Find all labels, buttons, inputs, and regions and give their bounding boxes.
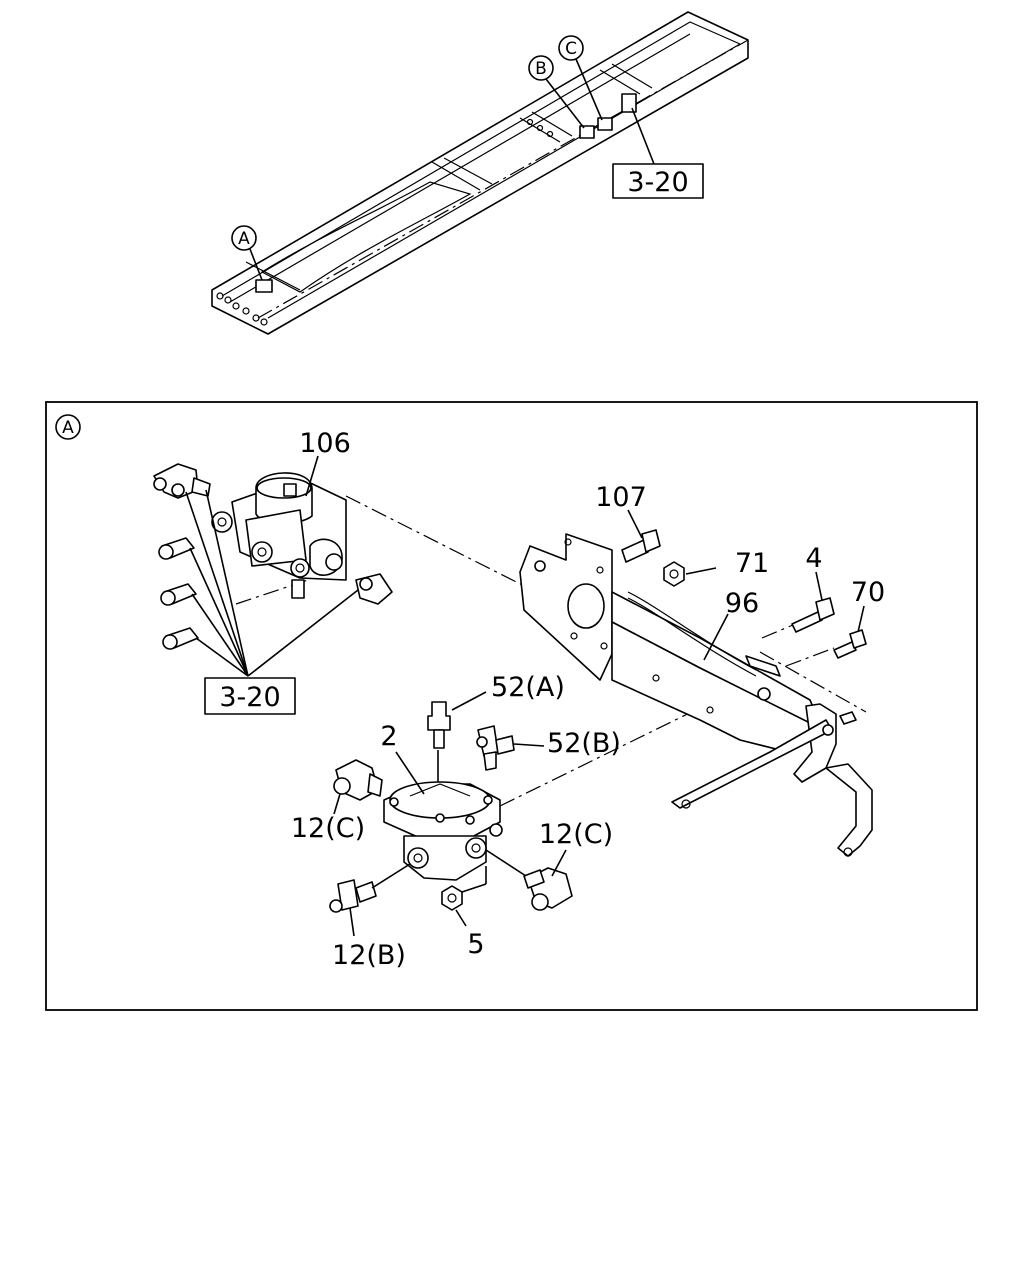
bolt-107 — [621, 529, 661, 563]
label-96: 96 — [725, 588, 759, 619]
fitting-12c-right — [523, 867, 573, 911]
frame-holes — [216, 118, 554, 326]
chassis-frame-overview: A B C 3-20 — [211, 11, 749, 335]
frame-valve-b — [579, 125, 595, 139]
frame-rail-outline — [211, 11, 749, 335]
bracket-end-nut — [839, 711, 857, 725]
label-107: 107 — [595, 482, 647, 513]
callout-a-label: A — [238, 229, 250, 249]
detail-frame — [45, 401, 978, 1011]
detail-view-marker: A — [62, 418, 74, 438]
fitting-52a — [427, 701, 451, 749]
frame-valve-a — [255, 279, 273, 293]
detail-view-marker-circle — [55, 414, 81, 440]
label-106: 106 — [299, 428, 351, 459]
bolt-70 — [833, 629, 867, 659]
ref-box-leaders — [185, 489, 359, 677]
nut-5 — [441, 885, 463, 911]
fitting-52b — [476, 725, 515, 771]
label-12c-right: 12(C) — [539, 819, 613, 850]
fitting-12c-left — [333, 759, 383, 801]
callout-c-circle — [558, 35, 584, 61]
callout-b-label: B — [535, 59, 547, 79]
frame-valve-c — [597, 117, 613, 131]
overview-ref-box — [612, 163, 704, 199]
label-12b: 12(B) — [332, 940, 406, 971]
label-52b: 52(B) — [547, 728, 621, 759]
label-71: 71 — [735, 548, 769, 579]
nut-71 — [663, 561, 685, 587]
overview-ref-label: 3-20 — [627, 167, 688, 198]
callout-b-circle — [528, 55, 554, 81]
label-70: 70 — [851, 577, 885, 608]
valve-106-fittings — [153, 463, 393, 650]
bracket-96 — [519, 533, 873, 857]
frame-inner-member — [260, 181, 472, 293]
label-4: 4 — [805, 543, 822, 574]
callout-a-circle — [231, 225, 257, 251]
fitting-12b — [329, 879, 377, 913]
frame-valve-ref — [621, 93, 637, 113]
label-5: 5 — [467, 929, 484, 960]
valve-106 — [211, 472, 347, 599]
bolt-4 — [791, 597, 835, 633]
callout-c-label: C — [565, 39, 577, 59]
detail-ref-label: 3-20 — [219, 682, 280, 713]
label-2: 2 — [380, 721, 397, 752]
label-52a: 52(A) — [491, 672, 565, 703]
label-12c-left: 12(C) — [291, 813, 365, 844]
detail-ref-box — [204, 677, 296, 715]
relay-valve-2 — [383, 750, 503, 881]
